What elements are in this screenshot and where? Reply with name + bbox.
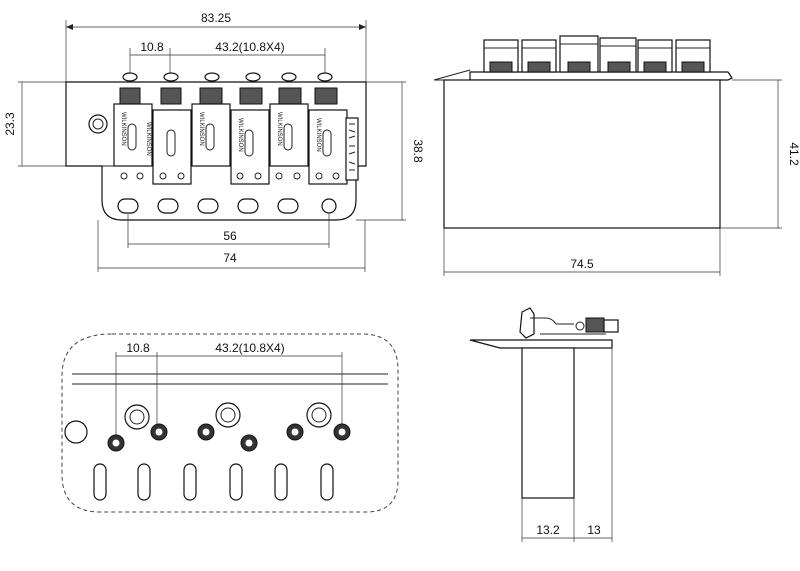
profile-view: 13.2 13 bbox=[469, 307, 619, 542]
pivot-holes bbox=[124, 402, 332, 430]
dim-string-span: 43.2(10.8X4) bbox=[215, 40, 284, 54]
dim-height-left: 23.3 bbox=[3, 112, 17, 136]
string-through-holes bbox=[107, 423, 351, 452]
saddle-brand-6: WILKINSON bbox=[315, 118, 321, 152]
mount-view: 10.8 43.2(10.8X4) bbox=[61, 333, 399, 513]
dim-height-right: 38.8 bbox=[411, 139, 425, 163]
side-view: 41.2 74.5 bbox=[433, 35, 800, 276]
dim-screw-spacing: 56 bbox=[223, 229, 237, 243]
dim-base-width: 74 bbox=[223, 251, 237, 265]
dim-overall-width: 83.25 bbox=[201, 11, 231, 25]
saddle-brand-4: WILKINSON bbox=[237, 118, 243, 152]
mount-dim-string-spacing: 10.8 bbox=[126, 341, 150, 355]
top-view: 83.25 10.8 43.2(10.8X4) 23.3 bbox=[3, 11, 425, 272]
string-holes bbox=[117, 198, 337, 214]
saddle-brand-2: WILKINSON bbox=[145, 122, 151, 156]
side-saddles bbox=[483, 35, 711, 73]
mount-dim-string-span: 43.2(10.8X4) bbox=[215, 341, 284, 355]
saddle-springs bbox=[119, 87, 338, 105]
saddles: WILKINSON WILKINSON WILKINSON WILKINSON … bbox=[113, 103, 359, 185]
saddle-brand-5: WILKINSON bbox=[276, 112, 282, 146]
string-hooks bbox=[122, 72, 333, 82]
dim-block-height: 41.2 bbox=[787, 142, 800, 166]
dim-block-width: 74.5 bbox=[570, 257, 594, 271]
dim-string-spacing: 10.8 bbox=[140, 40, 164, 54]
mount-slots bbox=[93, 463, 334, 501]
dim-block-depth: 13.2 bbox=[536, 523, 560, 537]
saddle-brand-3: WILKINSON bbox=[198, 112, 204, 146]
saddle-brand-1: WILKINSON bbox=[120, 112, 126, 146]
dim-offset: 13 bbox=[587, 523, 601, 537]
